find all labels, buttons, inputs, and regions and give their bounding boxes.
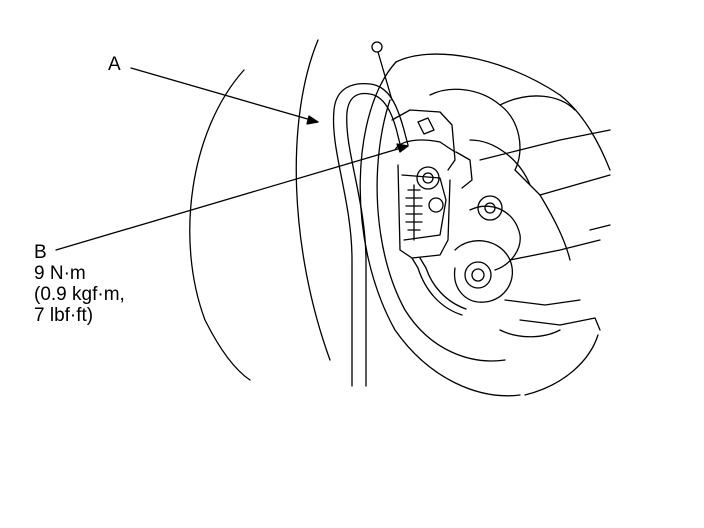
brake-hose [332,82,409,387]
torque-spec-lbf: 7 lbf·ft) [34,305,94,326]
callout-b: B 9 N·m (0.9 kgf·m, 7 lbf·ft) [34,242,125,326]
wheel-outline [189,39,331,381]
sensor-wire [411,257,467,316]
torque-spec-kgf: (0.9 kgf·m, [34,284,125,305]
leader-line-b [55,143,409,251]
callout-a-letter: A [108,54,121,75]
brake-disc [359,53,611,397]
torque-spec-nm: 9 N·m [34,263,86,284]
callout-b-letter: B [34,242,47,263]
leader-line-a [130,67,319,125]
top-fitting [371,41,393,101]
callout-a: A [108,54,121,75]
steering-knuckle [429,88,611,338]
brake-caliper [391,109,473,259]
